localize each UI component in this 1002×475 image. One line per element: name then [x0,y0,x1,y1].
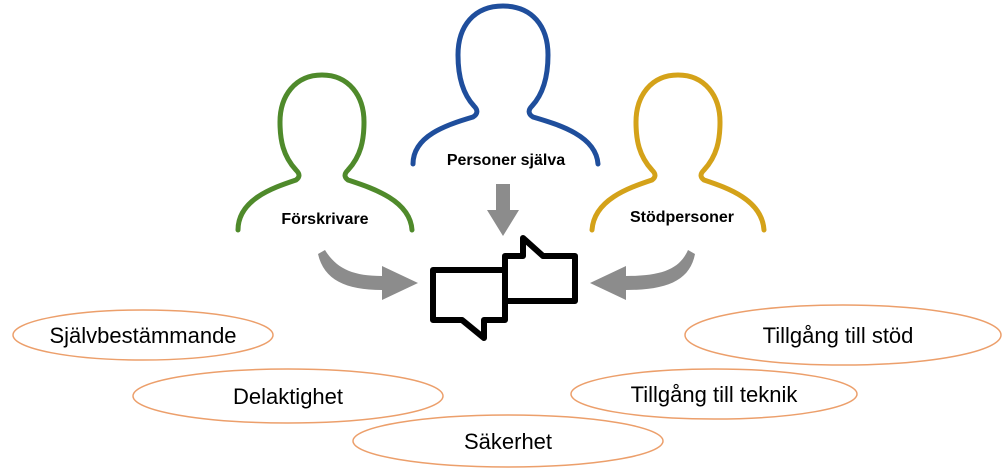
label-sakerhet: Säkerhet [464,429,552,454]
value-sakerhet: Säkerhet [352,414,664,468]
label-personer-sjalva: Personer själva [447,152,565,169]
value-delaktighet: Delaktighet [132,368,444,424]
value-sjalvbestammande: Självbestämmande [12,309,274,361]
label-delaktighet: Delaktighet [233,384,343,409]
arrow-from-forskrivare [318,250,418,300]
label-stodpersoner: Stödpersoner [630,209,734,226]
person-stodpersoner: Stödpersoner [589,72,767,233]
label-forskrivare: Förskrivare [281,211,368,228]
person-forskrivare: Förskrivare [235,72,415,233]
person-icon [410,3,601,167]
arrow-from-stodpersoner [590,250,695,300]
person-icon [235,72,415,233]
label-tillgang-stod: Tillgång till stöd [763,323,914,348]
arrow-icon [590,250,695,300]
person-icon [589,72,767,233]
label-tillgang-teknik: Tillgång till teknik [631,382,799,407]
arrow-icon [318,250,418,300]
arrow-from-personer-sjalva [487,184,519,236]
value-tillgang-stod: Tillgång till stöd [684,304,1002,366]
arrow-icon [487,184,519,236]
person-personer-sjalva: Personer själva [410,3,601,169]
speech-bubbles-icon [430,235,578,341]
value-tillgang-teknik: Tillgång till teknik [570,368,858,420]
label-sjalvbestammande: Självbestämmande [49,323,236,348]
